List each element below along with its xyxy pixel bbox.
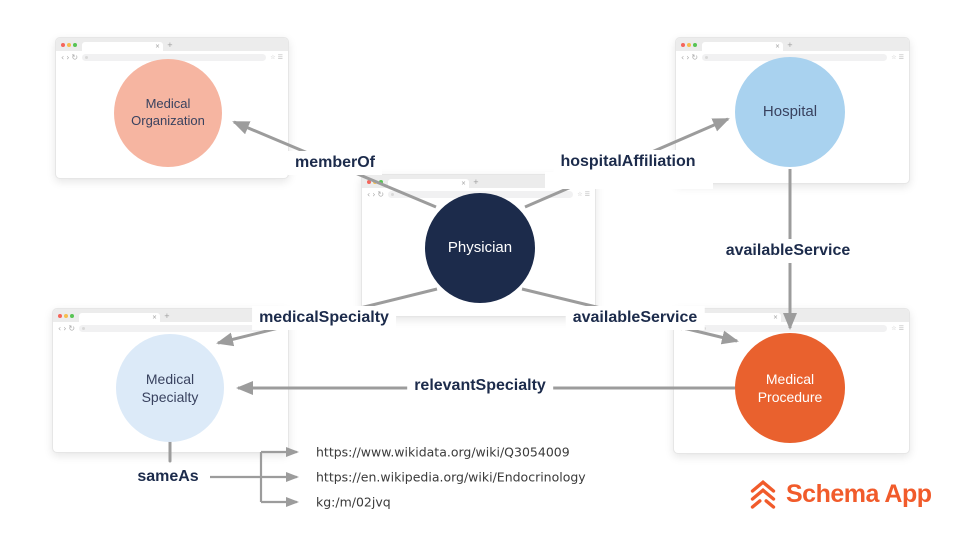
close-tab-icon: ×	[151, 313, 157, 321]
bookmark-star-icon: ☆	[577, 190, 583, 198]
browser-tab-bar: × +	[53, 309, 288, 322]
maximize-window-dot-icon	[693, 42, 697, 47]
new-tab-icon: +	[167, 41, 173, 49]
node-label: Medical Organization	[131, 96, 205, 128]
close-tab-icon: ×	[772, 313, 778, 321]
browser-tab: ×	[82, 42, 163, 51]
edge-label-relevantspecialty: relevantSpecialty	[407, 374, 553, 398]
minimize-window-dot-icon	[687, 42, 691, 47]
maximize-window-dot-icon	[73, 42, 77, 47]
close-window-dot-icon	[367, 179, 371, 184]
back-icon: ‹	[681, 52, 685, 62]
back-icon: ‹	[367, 189, 371, 199]
browser-tab: ×	[79, 313, 160, 322]
label-backdrop	[545, 172, 713, 189]
sameas-target-kg: kg:/m/02jvq	[316, 494, 391, 510]
minimize-window-dot-icon	[67, 42, 71, 47]
node-medical-procedure: Medical Procedure	[735, 333, 845, 443]
close-window-dot-icon	[61, 42, 65, 47]
edge-label-availableservice-hospital: availableService	[718, 239, 858, 263]
forward-icon: ›	[372, 189, 376, 199]
window-control-dots	[61, 38, 77, 51]
new-tab-icon: +	[787, 41, 793, 49]
node-hospital: Hospital	[735, 57, 845, 167]
url-bar	[82, 54, 267, 61]
favicon-dot-icon	[705, 56, 709, 59]
schema-app-logo-text: Schema App	[786, 479, 932, 508]
new-tab-icon: +	[473, 178, 479, 186]
back-icon: ‹	[58, 323, 62, 333]
browser-tab-bar: × +	[56, 38, 288, 51]
schema-app-logo: Schema App	[749, 479, 932, 509]
edge-label-hospitalaffiliation: hospitalAffiliation	[553, 150, 703, 174]
window-control-dots	[58, 309, 74, 322]
reload-icon: ↻	[68, 323, 76, 333]
menu-icon: ☰	[584, 190, 590, 198]
window-control-dots	[681, 38, 697, 51]
maximize-window-dot-icon	[70, 313, 74, 318]
node-label: Medical Procedure	[757, 370, 823, 405]
forward-icon: ›	[66, 52, 70, 62]
forward-icon: ›	[63, 323, 67, 333]
close-tab-icon: ×	[774, 42, 780, 50]
reload-icon: ↻	[377, 189, 385, 199]
favicon-dot-icon	[391, 193, 395, 196]
bookmark-star-icon: ☆	[891, 53, 897, 61]
menu-icon: ☰	[898, 53, 904, 61]
edge-label-memberof: memberOf	[287, 151, 383, 175]
menu-icon: ☰	[898, 324, 904, 332]
back-icon: ‹	[61, 52, 65, 62]
sameas-target-wikidata: https://www.wikidata.org/wiki/Q3054009	[316, 444, 570, 460]
node-medical-specialty: Medical Specialty	[116, 334, 224, 442]
minimize-window-dot-icon	[64, 313, 68, 318]
bookmark-star-icon: ☆	[891, 324, 897, 332]
edge-label-medicalspecialty: medicalSpecialty	[252, 306, 396, 330]
node-label: Hospital	[762, 103, 818, 121]
close-window-dot-icon	[681, 42, 685, 47]
reload-icon: ↻	[71, 52, 79, 62]
node-medical-organization: Medical Organization	[114, 59, 222, 167]
favicon-dot-icon	[703, 327, 707, 330]
edge-label-availableservice-physician: availableService	[565, 306, 705, 330]
browser-tab: ×	[700, 313, 781, 322]
menu-icon: ☰	[277, 53, 283, 61]
node-physician: Physician	[425, 193, 535, 303]
node-label: Medical Specialty	[141, 370, 199, 405]
favicon-dot-icon	[82, 327, 86, 330]
sameas-target-wikipedia: https://en.wikipedia.org/wiki/Endocrinol…	[316, 469, 586, 485]
new-tab-icon: +	[164, 312, 170, 320]
url-bar	[79, 325, 267, 332]
close-tab-icon: ×	[460, 179, 466, 187]
reload-icon: ↻	[691, 52, 699, 62]
favicon-dot-icon	[85, 56, 89, 59]
browser-tab: ×	[388, 179, 469, 188]
close-tab-icon: ×	[154, 42, 160, 50]
browser-tab: ×	[702, 42, 783, 51]
maximize-window-dot-icon	[379, 179, 383, 184]
browser-toolbar: ‹ › ↻ ☆ ☰	[56, 51, 288, 64]
edge-label-sameas: sameAs	[130, 465, 206, 489]
bookmark-star-icon: ☆	[270, 53, 276, 61]
forward-icon: ›	[686, 52, 690, 62]
node-label: Physician	[447, 239, 513, 257]
close-window-dot-icon	[58, 313, 62, 318]
schema-app-logo-icon	[750, 479, 776, 509]
browser-tab-bar: × +	[676, 38, 909, 51]
